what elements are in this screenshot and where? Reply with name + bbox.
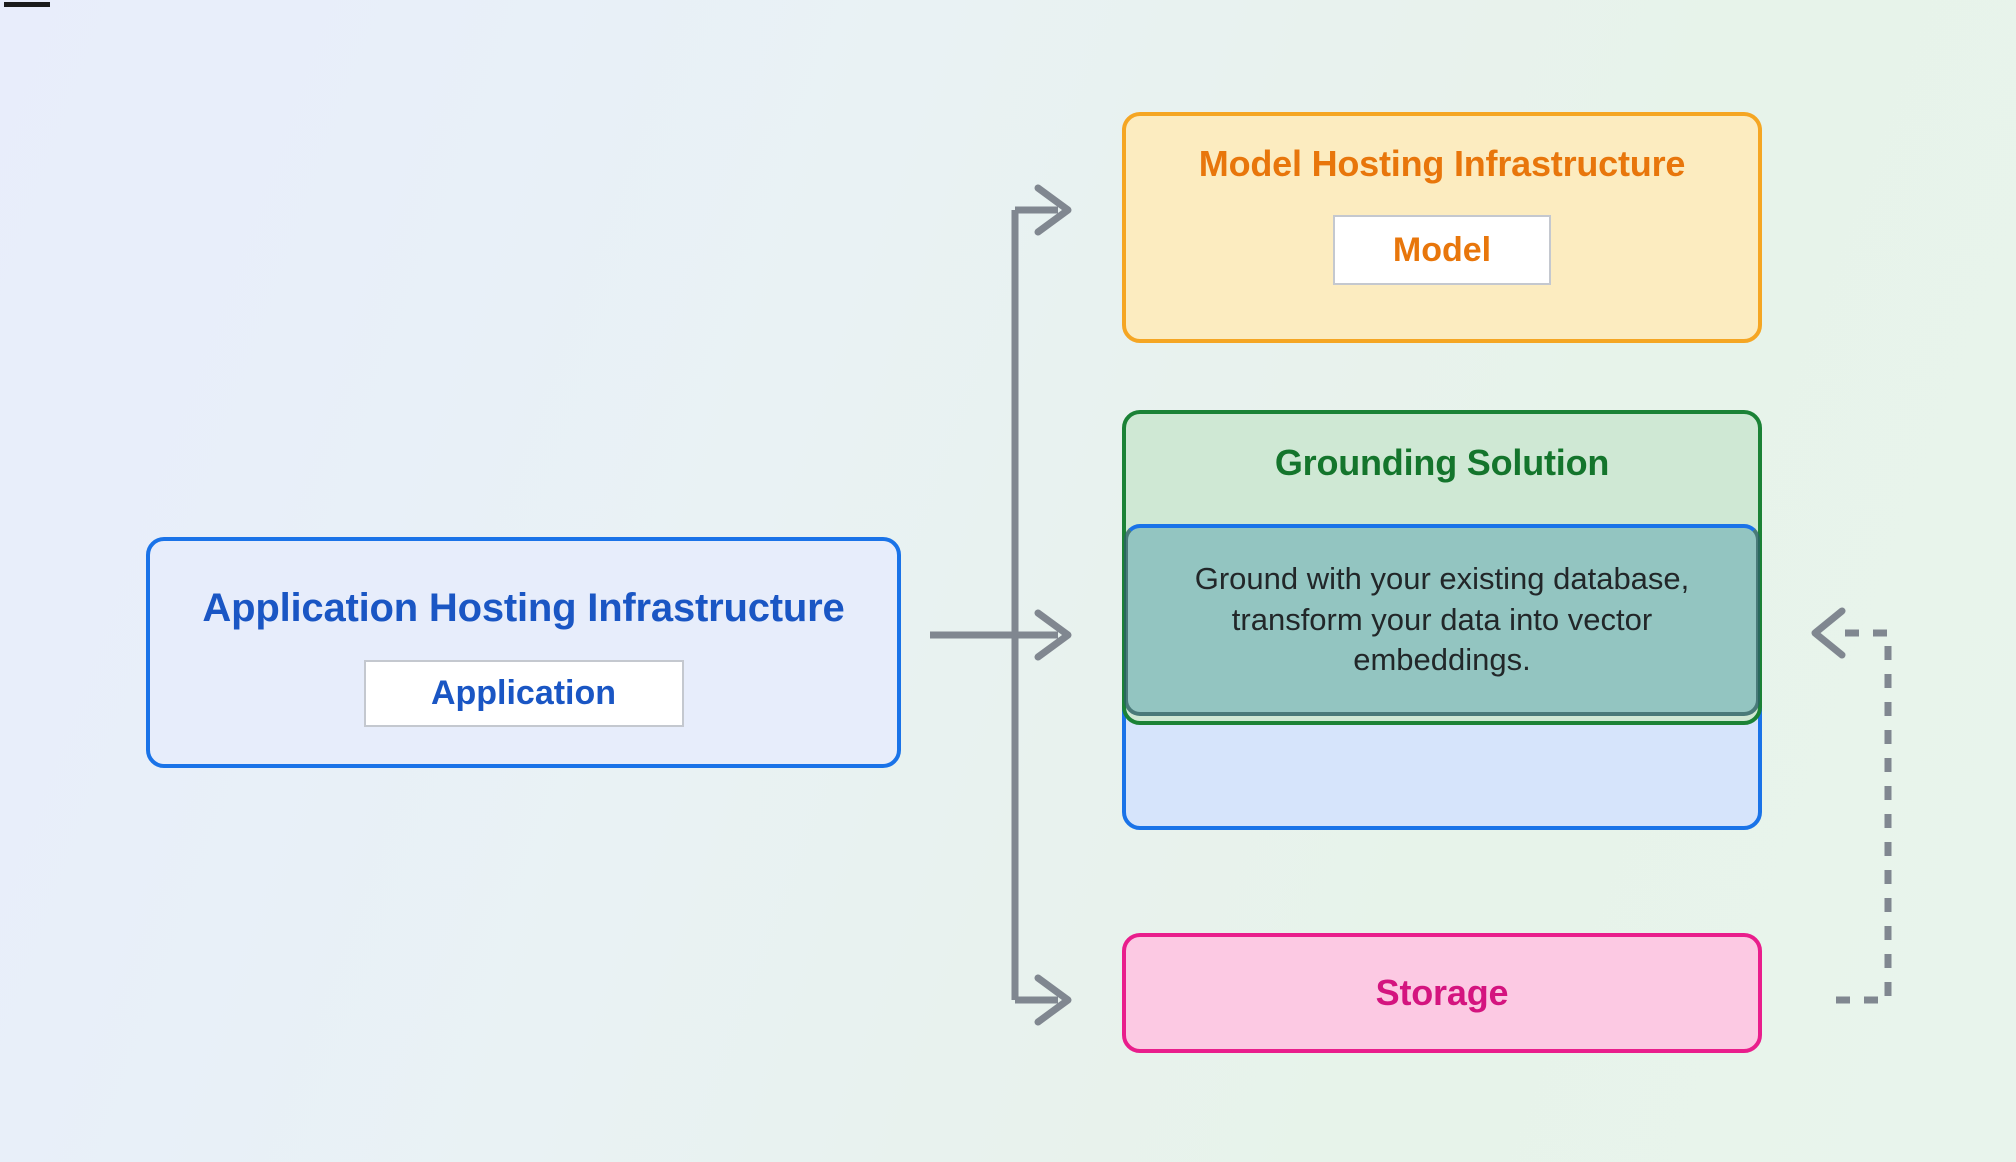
capture-artifact-mark [4,2,50,7]
grounding-solution-title: Grounding Solution [1274,442,1610,483]
connector-arrowheads [1034,184,1072,1026]
connector-app-branches [930,206,1058,1004]
grounding-solution-description-overlay: Ground with your existing database, tran… [1124,524,1760,716]
storage-title: Storage [1375,972,1509,1013]
grounding-solution-description-text: Ground with your existing database, tran… [1194,560,1690,678]
node-application-hosting-infrastructure[interactable]: Application Hosting Infrastructure Appli… [146,537,901,768]
application-chip[interactable]: Application [363,660,684,727]
arrowhead-model [1034,184,1072,236]
application-chip-label: Application [430,674,617,712]
node-storage[interactable]: Storage [1122,933,1762,1053]
model-chip-label: Model [1392,230,1492,269]
node-model-hosting-infrastructure[interactable]: Model Hosting Infrastructure Model [1122,112,1762,343]
model-hosting-title: Model Hosting Infrastructure [1198,143,1686,184]
connector-storage-to-database [1836,629,1892,1004]
model-chip[interactable]: Model [1333,215,1551,285]
application-hosting-title: Application Hosting Infrastructure [202,586,845,630]
arrowhead-storage [1034,974,1072,1026]
arrowhead-database-left [1811,607,1846,659]
arrowhead-grounding [1034,609,1072,661]
connector-dashed-path [1836,629,1892,1004]
connector-dashed-arrowhead [1811,607,1846,659]
